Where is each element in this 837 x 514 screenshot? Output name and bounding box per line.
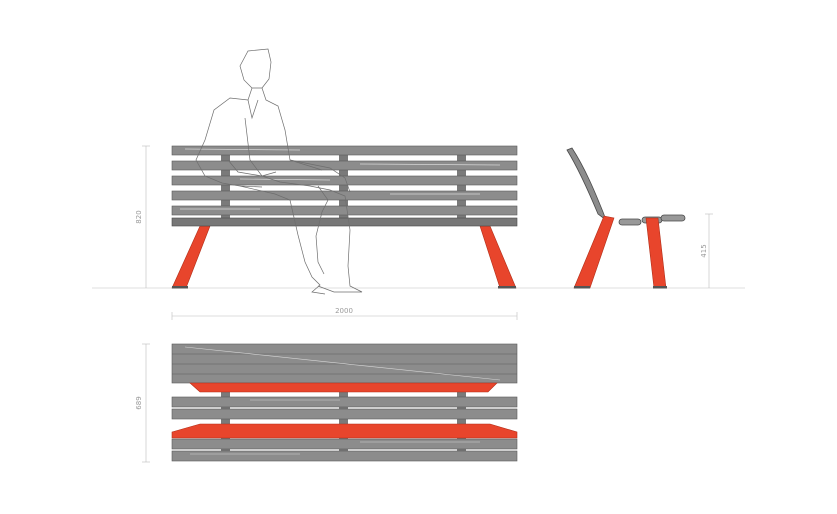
seated-figure	[195, 48, 363, 295]
seat-height-label: 415	[700, 244, 708, 257]
plan-front-rail	[171, 423, 518, 439]
length-dimension: 2000	[171, 307, 518, 320]
front-right-leg	[479, 225, 517, 289]
seat-height-dimension: 415	[700, 213, 713, 288]
plan-view: 689	[135, 343, 518, 463]
side-seat-slat-3	[660, 214, 686, 222]
side-front-leg	[645, 217, 667, 289]
depth-dimension: 689	[135, 343, 150, 463]
side-seat-slat-1	[618, 218, 642, 226]
front-left-leg	[171, 225, 211, 289]
back-support-3	[457, 153, 466, 226]
plan-rear-rail	[189, 382, 498, 393]
depth-label: 689	[135, 396, 143, 409]
back-support-2	[339, 153, 348, 226]
side-rear-leg	[573, 215, 615, 289]
front-right-foot	[498, 286, 516, 289]
front-left-foot	[172, 286, 188, 289]
front-elevation: 820 2000	[135, 48, 518, 320]
length-label: 2000	[335, 307, 353, 315]
back-support-1	[221, 153, 230, 226]
side-backrest	[566, 147, 607, 222]
back-height-dimension: 820	[135, 145, 150, 288]
side-elevation: 415	[566, 147, 713, 289]
back-height-label: 820	[135, 210, 143, 223]
